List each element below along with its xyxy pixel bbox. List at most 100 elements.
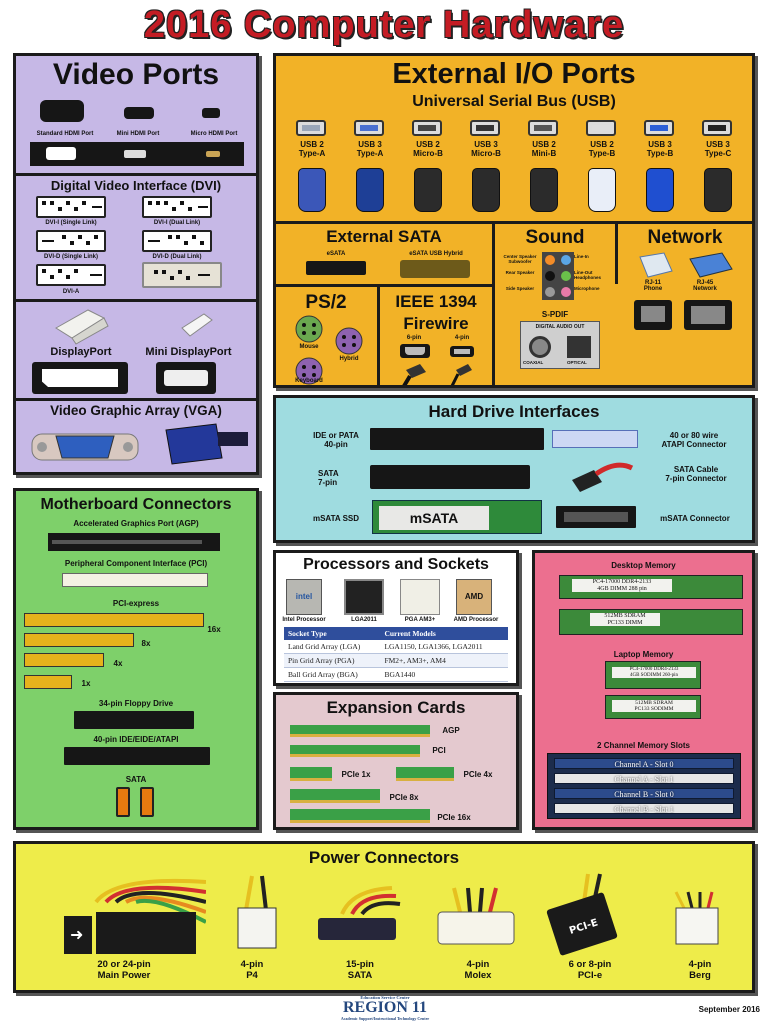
pcie-4x-slot-image — [24, 653, 104, 667]
sound-side-label: Side Speaker — [505, 286, 535, 291]
hdmi-standard-label: Standard HDMI Port — [36, 131, 94, 137]
ps2-hybrid-label: Hybrid — [339, 356, 359, 362]
table-cell: Land Grid Array (LGA) — [284, 640, 381, 654]
sound-heading: Sound — [525, 227, 585, 248]
sound-mic-label: Microphone — [574, 286, 600, 291]
page-title: 2016 Computer Hardware — [143, 4, 625, 46]
molex-connector-image — [437, 887, 515, 945]
dvi-connector-image — [142, 262, 222, 288]
dvi-i-single-image — [36, 196, 106, 218]
pcie-16x-slot-image — [24, 613, 204, 627]
firewire-4pin-port-image — [450, 346, 474, 357]
hdmi-micro-label: Micro HDMI Port — [190, 131, 238, 137]
usb-port-image — [354, 120, 384, 136]
table-cell: BGA1440 — [380, 667, 508, 682]
memory-slot: Channel B - Slot 0 — [554, 788, 734, 799]
usb-port-image — [470, 120, 500, 136]
vga-heading: Video Graphic Array (VGA) — [50, 403, 222, 418]
spdif-image: DIGITAL AUDIO OUT COAXIAL OPTICAL — [520, 321, 600, 369]
pcie-16x-card-image — [290, 809, 430, 823]
usb-plug-image — [472, 168, 500, 212]
pcie-16x-card-label: PCIe 16x — [437, 813, 471, 822]
usb-port-image — [702, 120, 732, 136]
msata-connector-image — [556, 506, 636, 528]
sata-port-2-image — [140, 787, 154, 817]
agp-card-label: AGP — [442, 726, 460, 735]
processors-heading: Processors and Sockets — [303, 556, 489, 573]
firewire-heading: Firewire — [403, 314, 469, 333]
esata-usb-hybrid-label: eSATA USB Hybrid — [409, 251, 463, 257]
usb-plug-image — [414, 168, 442, 212]
agp-label: Accelerated Graphics Port (AGP) — [73, 519, 199, 528]
msata-chip-label: mSATA — [379, 506, 489, 530]
berg-connector-image — [674, 891, 719, 945]
sound-jack-labels-left: Center Speaker Subwoofer Rear Speaker Si… — [498, 254, 542, 291]
usb-port-image — [412, 120, 442, 136]
ps2-mouse-label: Mouse — [299, 344, 319, 350]
video-ports-heading: Video Ports — [52, 58, 220, 91]
ieee1394-heading: IEEE 1394 — [395, 292, 477, 311]
pcie-4x-label: 4x — [113, 659, 123, 668]
pci-slot-image — [62, 573, 208, 587]
pga-am3-socket-image — [400, 579, 440, 615]
table-cell: Pin Grid Array (PGA) — [284, 653, 381, 668]
ps2-mouse-port-image — [295, 315, 323, 343]
memory-slot: Channel A - Slot 0 — [554, 758, 734, 769]
pci-label: Peripheral Component Interface (PCI) — [64, 559, 208, 568]
pga-am3-label: PGA AM3+ — [404, 617, 436, 623]
displayport-label: DisplayPort — [50, 346, 112, 358]
sound-rear-label: Rear Speaker — [505, 270, 535, 275]
logo-region-text: REGION 11 — [342, 999, 427, 1016]
table-row: Pin Grid Array (PGA)FM2+, AM3+, AM4 — [284, 653, 508, 668]
network-heading: Network — [647, 227, 723, 248]
ide-port-image — [370, 428, 544, 450]
hdmi-micro-image — [202, 108, 220, 118]
msata-ssd-image: mSATA — [372, 500, 542, 534]
intel-processor-image: intel — [286, 579, 322, 615]
ps2-hybrid-port-image — [335, 327, 363, 355]
pcie-8x-slot-image — [24, 633, 134, 647]
motherboard-panel: Motherboard Connectors Accelerated Graph… — [13, 488, 259, 830]
firewire-6pin-label: 6-pin — [406, 335, 422, 341]
msata-ssd-label: mSATA SSD — [312, 514, 360, 523]
sound-jack-labels-right: Line-In Line-Out Headphones Microphone — [574, 254, 616, 291]
usb-port-image — [296, 120, 326, 136]
pcie-1x-slot-image — [24, 675, 72, 689]
table-cell: FM2+, AM3+, AM4 — [380, 653, 508, 668]
dvi-i-single-label: DVI-I (Single Link) — [45, 220, 97, 226]
ps2-heading: PS/2 — [305, 292, 347, 313]
sata-drive-image — [370, 465, 530, 489]
usb-port-image — [586, 120, 616, 136]
usb-port-image — [644, 120, 674, 136]
table-row: Land Grid Array (LGA)LGA1150, LGA1366, L… — [284, 640, 508, 654]
dvi-d-dual-image — [142, 230, 212, 252]
mini-displayport-port-image — [156, 362, 216, 394]
sata-cable-image — [572, 462, 634, 492]
amd-processor-image: AMD — [456, 579, 492, 615]
mini-displayport-label: Mini DisplayPort — [145, 346, 232, 358]
channel-heading: 2 Channel Memory Slots — [597, 741, 690, 750]
pcie-8x-card-label: PCIe 8x — [389, 793, 419, 802]
usb-plug-image — [298, 168, 326, 212]
pcie-4x-card-image — [396, 767, 454, 781]
floppy-connector-image — [74, 711, 194, 729]
power-heading: Power Connectors — [308, 848, 460, 867]
pcie-1x-label: 1x — [81, 679, 91, 688]
dvi-i-dual-label: DVI-I (Dual Link) — [153, 220, 201, 226]
hdmi-mini-image — [124, 107, 154, 119]
pcie-1x-card-label: PCIe 1x — [341, 770, 371, 779]
memory-slot: Channel B - Slot 1 — [554, 803, 734, 814]
